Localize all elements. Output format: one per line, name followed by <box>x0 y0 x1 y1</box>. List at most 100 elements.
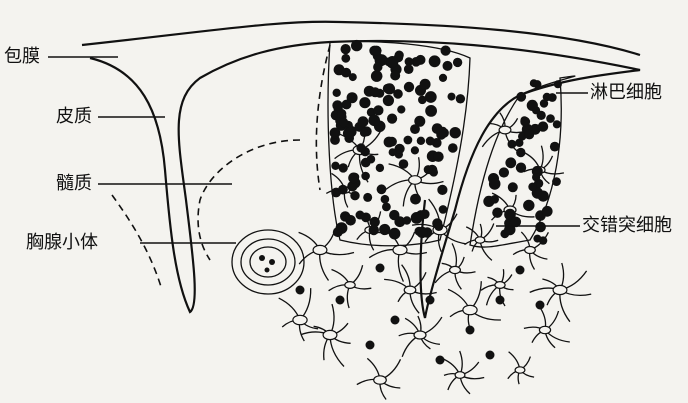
interdigitating-cell <box>442 351 484 394</box>
medulla-boundary-left <box>198 140 300 260</box>
lymphocyte-cell <box>508 140 517 149</box>
lymphocyte-cell <box>372 46 382 56</box>
lymphocyte-cell <box>540 99 548 107</box>
lymphocyte-cell <box>336 296 345 305</box>
lymphocyte-cell <box>429 55 441 67</box>
interdigitating-cell <box>299 230 354 281</box>
lymphocyte-cell <box>553 120 561 128</box>
lymphocyte-cell <box>389 228 401 240</box>
lymphocyte-cell <box>450 127 461 138</box>
interdigitating-cell <box>448 281 501 329</box>
lymphocyte-cell <box>523 200 534 211</box>
label-interdigitating-cell: 交错突细胞 <box>582 216 672 236</box>
interdigitating-cell <box>508 352 534 385</box>
lymphocyte-cell <box>331 162 339 170</box>
septum-left <box>90 42 330 312</box>
lymphocyte-cell <box>333 227 343 237</box>
interdigitating-cell <box>530 263 592 322</box>
lymphocyte-cell <box>381 195 390 204</box>
lymphocyte-cell <box>456 94 465 103</box>
lymphocyte-cell <box>377 184 387 194</box>
lymphocyte-cell <box>508 182 518 192</box>
lymphocyte-cell <box>437 185 447 195</box>
lymphocyte-cell <box>426 137 435 146</box>
label-capsule: 包膜 <box>4 47 40 67</box>
lymphocyte-cell <box>436 356 445 365</box>
lymphocyte-cell <box>424 165 433 174</box>
lymphocyte-cell <box>527 100 538 111</box>
lymphocyte-cell <box>443 61 453 71</box>
interdigitating-cell <box>301 304 351 366</box>
interdigitating-cell <box>384 265 437 314</box>
lymphocyte-cell <box>356 211 365 220</box>
lymphocyte-cell <box>368 115 380 127</box>
lymphocyte-cell <box>376 164 384 172</box>
lymphocyte-cell <box>516 163 526 173</box>
lymphocyte-cell <box>399 159 409 169</box>
lymphocyte-cell <box>420 79 431 90</box>
lymphocyte-cell <box>466 326 475 335</box>
lymphocyte-cell <box>420 209 430 219</box>
lymphocyte-cell <box>391 316 400 325</box>
lymphocyte-cell <box>411 146 419 154</box>
lymphocyte-cell <box>351 40 362 51</box>
lymphocyte-cell <box>486 351 495 360</box>
lymphocyte-cell <box>369 225 379 235</box>
lymphocyte-cell <box>538 191 549 202</box>
lymphocyte-cell <box>382 203 391 212</box>
lymphocyte-cell <box>520 117 530 127</box>
lymphocyte-cell <box>410 124 420 134</box>
lymphocyte-cell <box>371 70 383 82</box>
lymphocyte-cell <box>425 105 437 117</box>
lymphocyte-cell <box>524 130 534 140</box>
lymphocyte-cell <box>439 74 447 82</box>
lymphocyte-cell <box>439 205 448 214</box>
lymphocyte-cell <box>417 137 425 145</box>
lymphocyte-cell <box>342 100 352 110</box>
lymphocyte-cell <box>341 69 350 78</box>
lymphocyte-cell <box>387 56 399 68</box>
interdigitating-cell <box>357 358 401 399</box>
lymphocyte-cell <box>533 235 541 243</box>
lymphocyte-cell <box>341 44 351 54</box>
lymphocyte-cell <box>404 64 414 74</box>
label-medulla: 髓质 <box>56 174 92 194</box>
label-lymphocyte: 淋巴细胞 <box>590 83 662 103</box>
lymphocyte-cell <box>358 116 369 127</box>
lymphocyte-cell <box>432 123 443 134</box>
lymphocyte-cell <box>448 93 456 101</box>
lymphocyte-cell <box>360 129 368 137</box>
lymphocyte-cell <box>426 296 435 305</box>
lymphocyte-cell <box>548 93 557 102</box>
lymphocyte-cell <box>387 114 397 124</box>
lymphocyte-cell <box>499 167 509 177</box>
lymphocyte-cell <box>550 142 560 152</box>
lymphocyte-cell <box>417 227 428 238</box>
lymphocyte-cell <box>403 216 411 224</box>
capsule-outline <box>82 22 640 55</box>
lymphocyte-cell <box>397 105 405 113</box>
lymphocyte-cells <box>296 40 562 365</box>
lymphocyte-cell <box>538 121 548 131</box>
lymphocyte-cell <box>441 46 451 56</box>
lymphocyte-cell <box>379 224 390 235</box>
lymphocyte-cell <box>339 118 348 127</box>
lymphocyte-cell <box>404 82 414 92</box>
lymphocyte-cell <box>453 58 462 67</box>
lymphocyte-cell <box>345 215 356 226</box>
lymphocyte-cell <box>505 157 516 168</box>
lymphocyte-cell <box>404 136 413 145</box>
lymphocyte-cell <box>390 71 400 81</box>
interdigitating-cell <box>369 232 427 282</box>
interdigitating-cell <box>524 309 570 348</box>
interdigitating-cell <box>279 288 318 341</box>
lymphocyte-cell <box>434 222 443 231</box>
lymphocyte-cell <box>516 266 525 275</box>
label-cortex: 皮质 <box>56 107 92 127</box>
lymphocyte-cell <box>376 264 385 273</box>
lymphocyte-cell <box>542 206 553 217</box>
lymphocyte-cell <box>516 92 526 102</box>
lymphocyte-cell <box>341 54 350 63</box>
